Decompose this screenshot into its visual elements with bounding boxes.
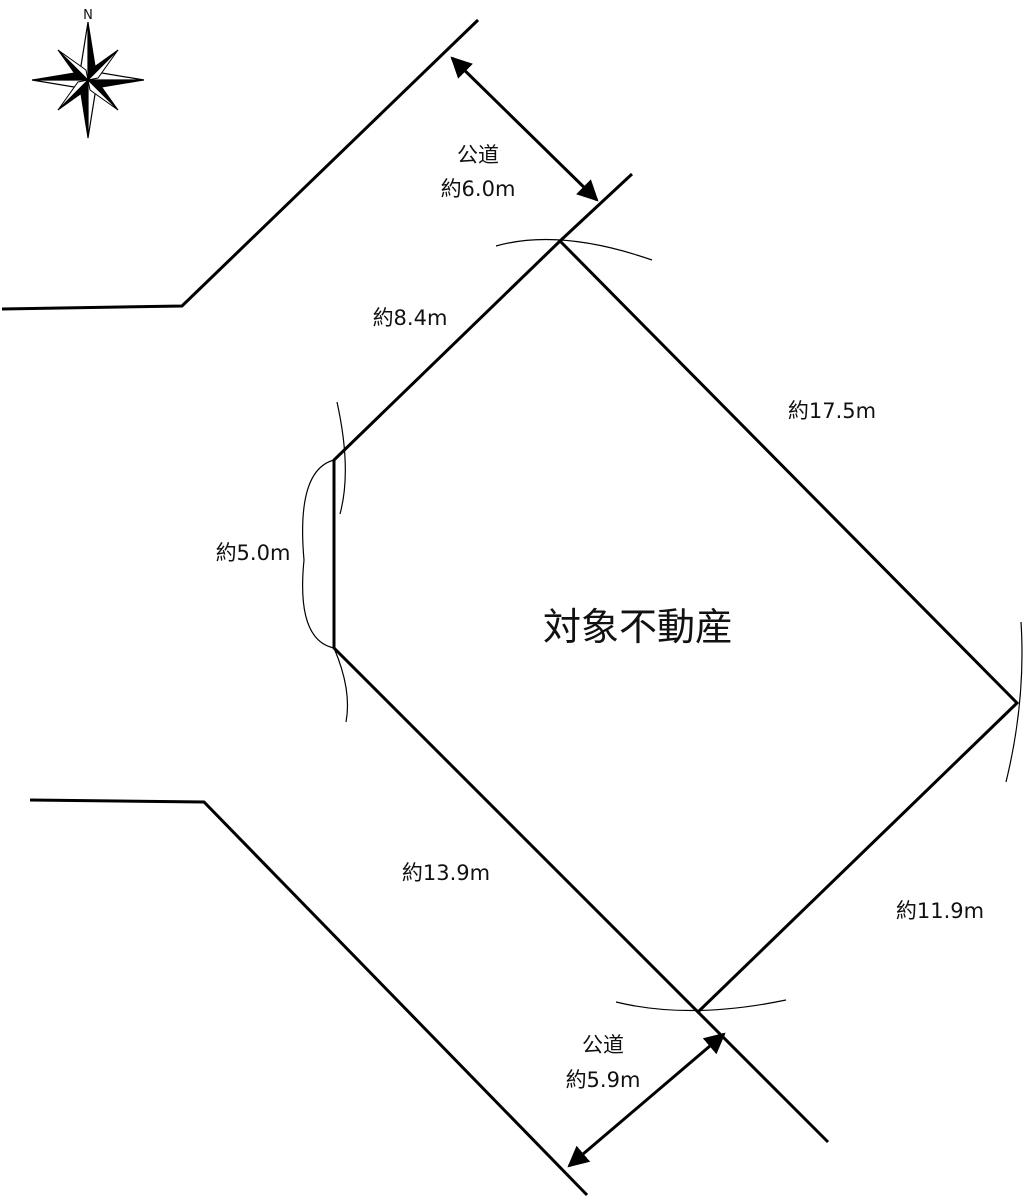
- edge-west-length: 約5.0m: [216, 541, 291, 565]
- road-bottom-width: 約5.9m: [566, 1068, 641, 1092]
- corner-arcs: [302, 238, 1023, 1012]
- north-label: N: [83, 8, 93, 23]
- edge-south-west-length: 約13.9m: [402, 861, 490, 885]
- edge-south-east-length: 約11.9m: [896, 899, 984, 923]
- road-top-label: 公道: [457, 143, 499, 167]
- edge-north-east-length: 約17.5m: [788, 399, 876, 423]
- compass-rose-icon: [31, 21, 145, 139]
- lower-road-edge: [696, 1010, 830, 1144]
- upper-road-boundary: [1, 18, 480, 311]
- road-top-width-arrow: [450, 56, 599, 202]
- property-title: 対象不動産: [543, 605, 733, 649]
- road-bottom-width-arrow: [567, 1032, 726, 1168]
- lower-road-boundary: [29, 798, 589, 1197]
- property-outline: [332, 238, 1020, 1015]
- upper-road-edge: [558, 172, 634, 243]
- edge-north-west-length: 約8.4m: [373, 306, 448, 330]
- road-bottom-label: 公道: [582, 1033, 624, 1057]
- road-top-width: 約6.0m: [441, 177, 516, 201]
